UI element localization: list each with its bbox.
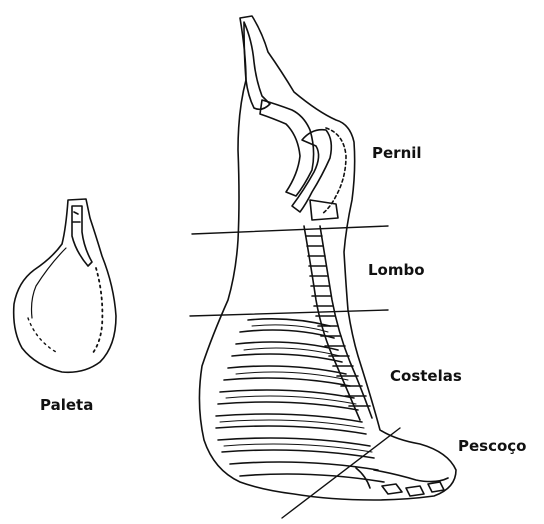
ribs — [216, 319, 384, 482]
label-pernil: Pernil — [372, 144, 422, 162]
paleta-shoulder-drawing — [14, 199, 116, 372]
carcass-drawing — [199, 16, 456, 500]
paleta-dotted-edge — [92, 268, 102, 354]
label-paleta: Paleta — [40, 396, 93, 414]
label-lombo: Lombo — [368, 261, 425, 279]
label-costelas: Costelas — [390, 367, 462, 385]
cut-line-pernil-lombo — [192, 226, 388, 234]
cut-line-lombo-costelas — [190, 310, 388, 316]
label-pescoco: Pescoço — [458, 437, 527, 455]
